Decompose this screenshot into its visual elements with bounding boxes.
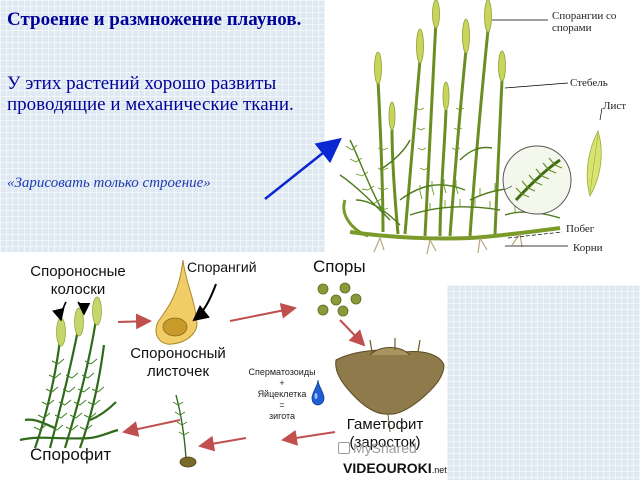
videouroki-suffix: .net — [431, 465, 447, 475]
label-shoot: Побег — [566, 223, 595, 235]
sporangium-illustration — [155, 259, 198, 345]
gametophyte-illustration — [335, 338, 445, 433]
pointer-arrow — [264, 137, 342, 200]
slide-body-text: У этих растений хорошо развиты проводящи… — [7, 73, 294, 115]
label-sperm: Сперматозоиды — [248, 367, 316, 377]
label-zygote: зигота — [268, 411, 296, 421]
label-egg: Яйцеклетка — [257, 389, 307, 399]
videouroki-watermark: VIDEOUROKI.net — [343, 460, 447, 476]
label-stem: Стебель — [570, 77, 608, 89]
young-sporophyte-illustration — [172, 394, 197, 468]
drawing-note: «Зарисовать только строение» — [7, 175, 211, 191]
label-gametophyte: Гаметофит (заросток) — [346, 416, 424, 451]
spores-illustration — [317, 282, 362, 317]
myshared-watermark: MyShared — [338, 440, 417, 456]
sporophyte-illustration — [19, 296, 119, 449]
water-drop-icon — [311, 379, 325, 406]
text-panel-background — [0, 0, 325, 252]
label-plus: + — [279, 378, 285, 388]
label-spore-leaflet: Спороносный листочек — [130, 345, 226, 380]
label-roots: Корни — [573, 242, 603, 254]
corner-panel-background — [447, 285, 640, 480]
clubmoss-plant-illustration — [339, 0, 602, 255]
label-equals: = — [279, 400, 285, 410]
slide-title: Строение и размножение плаунов. — [7, 9, 302, 30]
label-sporangia: Спорангии со спорами — [552, 10, 617, 34]
videouroki-text: VIDEOUROKI — [343, 460, 432, 476]
myshared-logo-icon — [338, 442, 350, 454]
label-spore-spikes: Спороносные колоски — [30, 263, 126, 298]
myshared-text: MyShared — [353, 440, 417, 456]
label-sporophyte: Спорофит — [30, 445, 112, 464]
label-spores: Споры — [313, 257, 366, 276]
label-sporangium: Спорангий — [187, 259, 257, 275]
label-leaf: Лист — [603, 100, 627, 112]
